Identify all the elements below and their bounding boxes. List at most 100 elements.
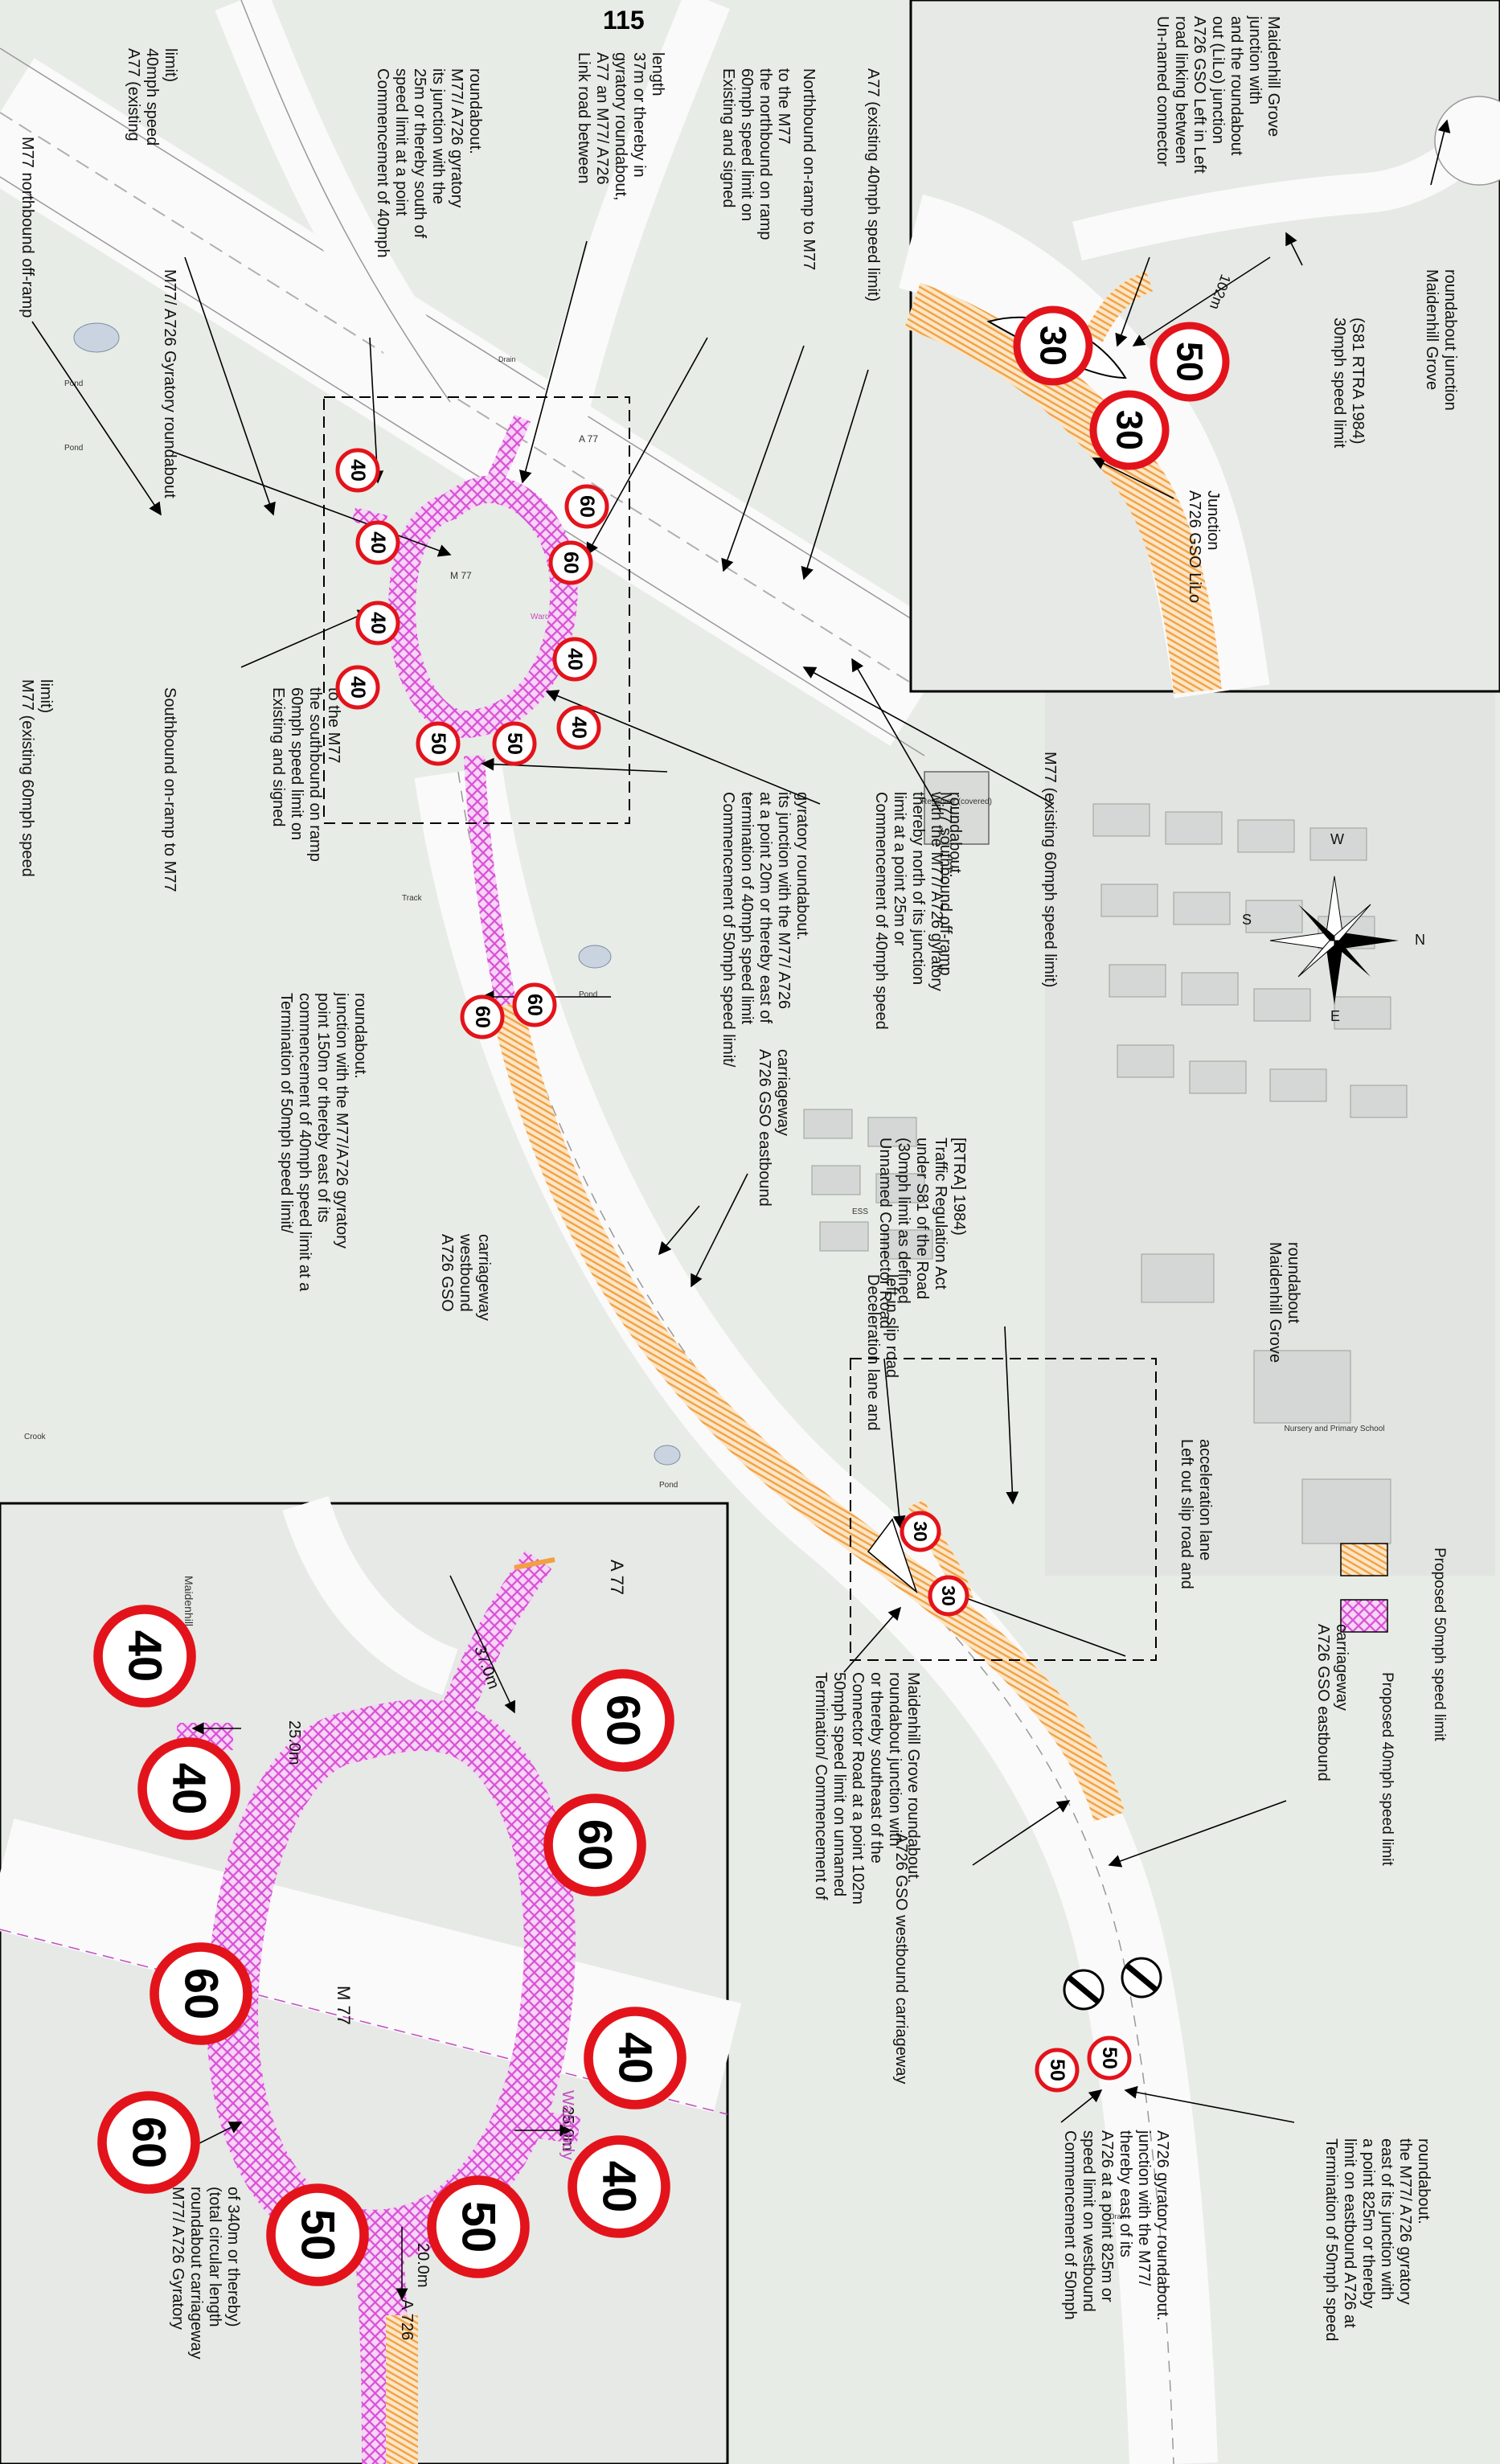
svg-text:60: 60 <box>523 994 546 1016</box>
dim-25m-a: 25.0m <box>285 1720 303 1765</box>
drain-label-1: Drain <box>498 355 516 363</box>
annotation-termination-50-commencement-40: Termination of 50mph speed limit/commenc… <box>277 992 369 1292</box>
annotation-a726-eastbound-right: A726 GSO eastboundcarriageway <box>1314 1624 1350 1781</box>
legend-label-40: Proposed 40mph speed limit <box>1379 1672 1395 1867</box>
svg-text:60: 60 <box>471 1006 494 1028</box>
speed-sign-main-40-a: 40 <box>335 448 380 493</box>
dimension-lines <box>191 256 1271 2301</box>
speed-sign-main-40-e: 40 <box>552 637 597 682</box>
annotation-commencement-40-north: Commencement of 40mph speedlimit at a po… <box>872 791 964 1030</box>
annotation-m77-northbound-offramp: M77 northbound off-ramp <box>18 137 36 318</box>
svg-text:50: 50 <box>503 732 526 755</box>
proposed-40-main <box>351 414 592 1007</box>
proposed-50-main <box>490 1001 1125 1822</box>
compass-s: S <box>1242 912 1252 928</box>
svg-text:50: 50 <box>427 732 449 755</box>
svg-text:40: 40 <box>568 716 590 739</box>
annotation-existing-60-southbound: Existing and signed60mph speed limit ont… <box>269 687 342 862</box>
pond-label-3: Pond <box>579 990 597 999</box>
annotation-existing-60-northbound: Existing and signed60mph speed limit ont… <box>719 68 793 240</box>
speed-sign-main-60-a: 60 <box>564 484 609 529</box>
annotation-gyratory-roundabout: M77/ A726 Gyratory roundabout <box>161 269 178 498</box>
annotation-unnamed-connector-inset: Un-named connectorroad linking betweenA7… <box>1154 15 1282 174</box>
annotation-lilo-junction: A726 GSO LiLoJunction <box>1186 490 1222 603</box>
speed-sign-inset-40-c: 40 <box>584 2007 686 2109</box>
svg-text:30: 30 <box>1033 326 1074 366</box>
speed-sign-inset-40-d: 40 <box>568 2135 670 2238</box>
m77-road-label: M 77 <box>450 570 472 581</box>
svg-text:60: 60 <box>576 495 598 518</box>
inset-a726-label: A 726 <box>398 2299 416 2340</box>
compass-w: W <box>1330 831 1344 847</box>
annotation-commencement-50-westbound: Commencement of 50mphspeed limit on west… <box>1061 2130 1171 2321</box>
annotation-a726-westbound-right: A726 GSO westbound carriageway <box>892 1833 910 2084</box>
annotation-a726-eastbound-mid: A726 GSO eastboundcarriageway <box>756 1049 792 1207</box>
annotation-southbound-onramp: Southbound on-ramp to M77 <box>161 687 178 892</box>
dim-20m: 20.0m <box>414 2243 432 2288</box>
annotation-unnamed-connector-road: Unnamed Connector Road(30mph limit as de… <box>876 1138 968 1329</box>
a77-road-label: A 77 <box>579 433 598 445</box>
speed-sign-lilo-50: 50 <box>1150 322 1230 402</box>
speed-sign-inset-60-c: 60 <box>150 1942 252 2045</box>
track-label: Track <box>402 894 423 903</box>
svg-text:50: 50 <box>292 2209 344 2261</box>
speed-sign-inset-60-a: 60 <box>572 1669 674 1772</box>
drain-label-2: Drain <box>1109 2212 1127 2220</box>
annotation-maidenhill-roundabout-junction: Maidenhill Groveroundabout junction <box>1423 269 1459 411</box>
lilo-inset-50-hatch <box>904 282 1222 694</box>
annotation-a77-40-existing-top: A77 (existing 40mph speed limit) <box>864 68 882 301</box>
legend-label-50: Proposed 50mph speed limit <box>1431 1548 1448 1742</box>
svg-text:40: 40 <box>367 612 389 634</box>
annotation-termination-commencement-connector: Termination/ Commencement of50mph speed … <box>812 1672 922 1904</box>
svg-text:60: 60 <box>175 1968 227 2020</box>
svg-text:40: 40 <box>367 531 389 554</box>
derestriction-signs <box>1063 1957 1162 2011</box>
inset-m77-label: M 77 <box>334 1986 354 2025</box>
compass-e: E <box>1330 1008 1340 1024</box>
svg-text:60: 60 <box>559 551 582 574</box>
inset-maidenhill-label: Maidenhill <box>182 1576 195 1626</box>
speed-sign-main-60-b: 60 <box>548 540 593 585</box>
annotation-inset-gyratory: M77/ A726 Gyratoryroundabout carriageway… <box>169 2187 242 2359</box>
svg-text:60: 60 <box>597 1695 650 1747</box>
dim-25m-b: 25.0m <box>559 2106 576 2151</box>
compass-n: N <box>1415 932 1425 948</box>
speed-sign-lilo-30-a: 30 <box>1013 305 1093 386</box>
speed-sign-main-40-f: 40 <box>556 705 601 750</box>
svg-text:40: 40 <box>593 2161 645 2213</box>
svg-text:60: 60 <box>569 1819 621 1872</box>
legend-swatch-40 <box>1340 1599 1388 1633</box>
annotation-northbound-onramp: Northbound on-ramp to M77 <box>800 68 818 270</box>
annotation-commencement-40-south: Commencement of 40mphspeed limit at a po… <box>374 68 484 258</box>
speed-sign-main-60-d: 60 <box>460 994 505 1039</box>
svg-text:40: 40 <box>163 1763 215 1815</box>
svg-text:30: 30 <box>1109 410 1150 450</box>
inset-ward-label: Ward Bdy <box>559 2090 576 2160</box>
svg-text:40: 40 <box>346 459 369 482</box>
svg-text:50: 50 <box>1046 2059 1068 2081</box>
speed-sign-main-40-d: 40 <box>335 665 380 710</box>
svg-text:60: 60 <box>123 2117 175 2169</box>
svg-text:50: 50 <box>1098 2047 1121 2069</box>
annotation-m77-southbound-offramp: M77 southbound off-ramp <box>936 792 954 976</box>
speed-sign-lilo-30-b: 30 <box>1089 390 1170 470</box>
legend-swatch-50 <box>1340 1543 1388 1576</box>
speed-sign-inset-50-b: 50 <box>427 2175 530 2278</box>
annotation-a77-40-existing: A77 (existing40mph speedlimit) <box>125 48 179 146</box>
speed-sign-inset-40-a: 40 <box>93 1605 196 1708</box>
speed-sign-main-40-c: 40 <box>355 601 400 646</box>
svg-text:40: 40 <box>119 1630 171 1683</box>
inset-a77-label: A 77 <box>607 1560 627 1595</box>
pond-shapes <box>73 322 681 1466</box>
svg-text:40: 40 <box>564 648 586 670</box>
annotation-left-out-slip: Left out slip road andacceleration lane <box>1178 1439 1214 1589</box>
speed-sign-main-50-d: 50 <box>1035 2048 1080 2093</box>
annotation-m77-60-existing-left: M77 (existing 60mph speedlimit) <box>18 679 55 877</box>
annotation-a726-westbound-mid: A726 GSOwestboundcarriageway <box>438 1233 493 1321</box>
speed-sign-inset-60-d: 60 <box>97 2091 200 2194</box>
annotation-deceleration-lane: Deceleration lane andleft in slip road <box>864 1274 900 1431</box>
annotation-termination-50-eastbound: Termination of 50mph speedlimit on eastb… <box>1322 2138 1432 2341</box>
speed-sign-main-30-b: 30 <box>928 1575 969 1617</box>
